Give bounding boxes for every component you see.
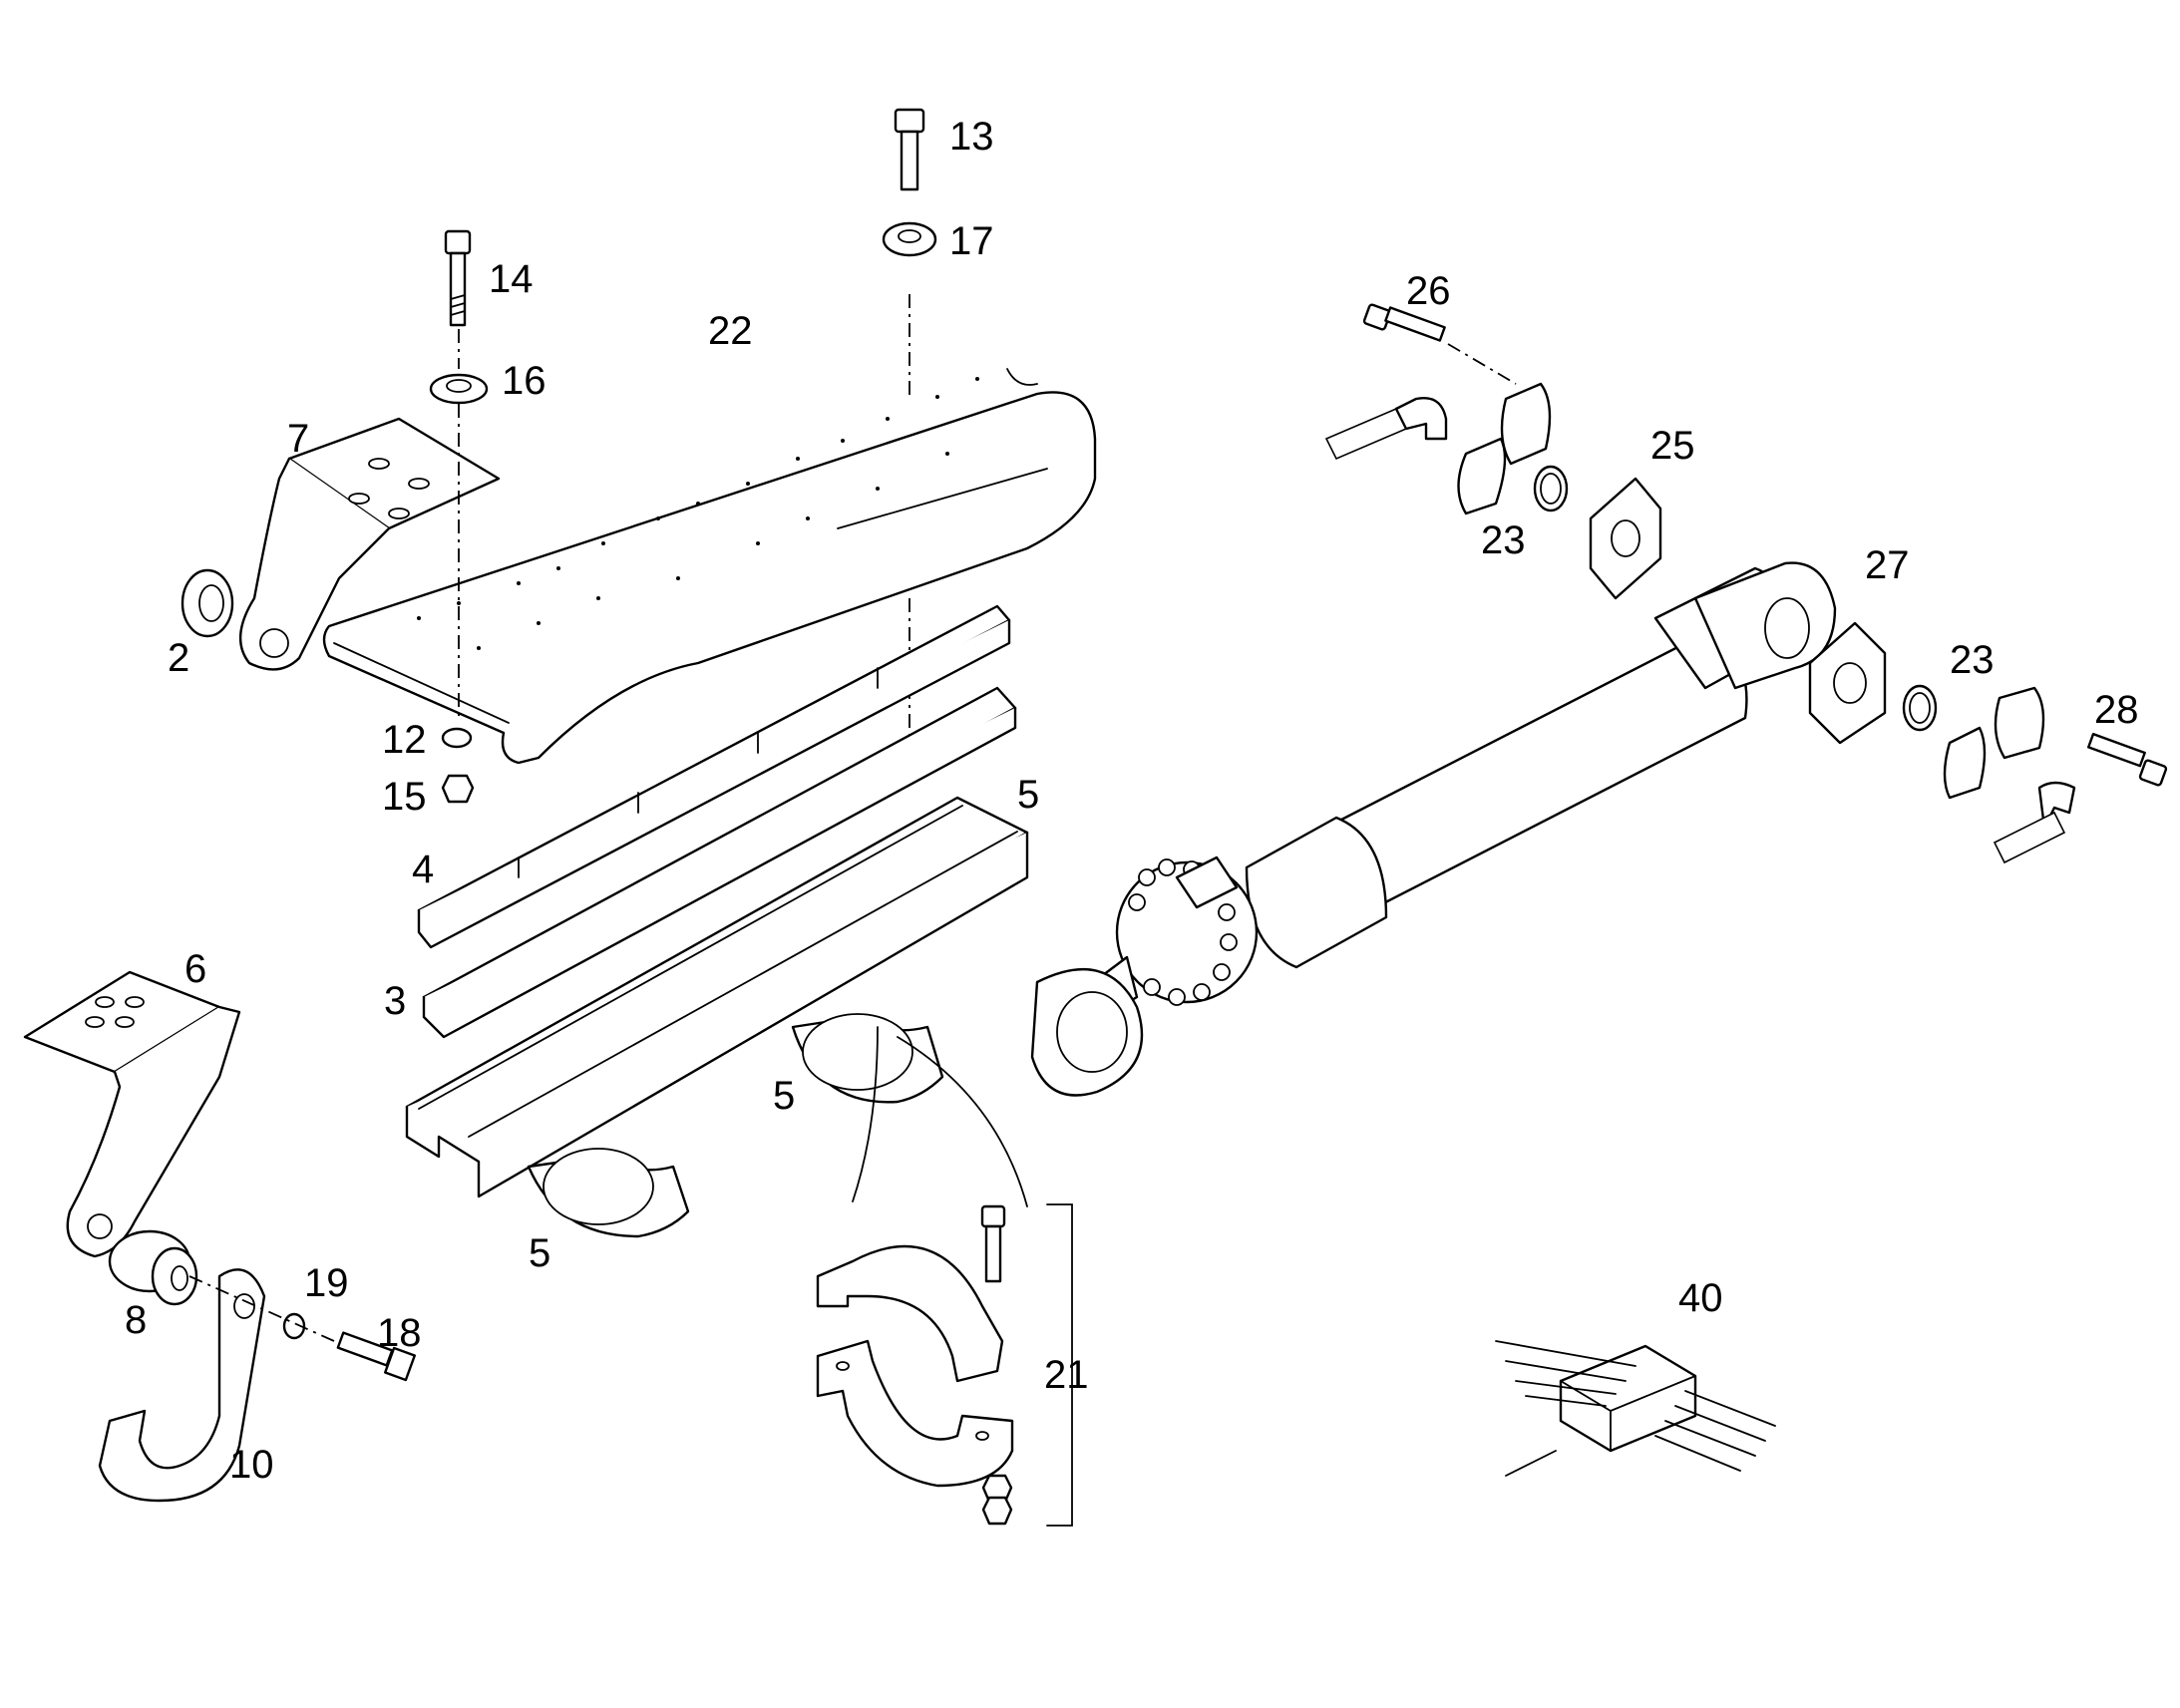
leader-21 — [852, 1026, 1028, 1207]
part-18-bolt — [336, 1331, 416, 1382]
part-5-rail-support-left — [527, 1148, 690, 1238]
part-25-flange-plate — [1589, 477, 1662, 600]
callout-10: 10 — [229, 1443, 274, 1487]
callout-4: 4 — [412, 848, 434, 891]
part-16-washer — [429, 373, 489, 405]
part-21-bracket-line — [1046, 1203, 1073, 1527]
part-5-rail-support-right — [791, 1013, 944, 1104]
callout-23-lower: 23 — [1950, 638, 1995, 682]
part-14-bolt — [444, 229, 472, 327]
callout-26: 26 — [1406, 269, 1451, 313]
part-21-clamp-upper — [816, 1244, 1004, 1383]
hydraulic-cylinder — [1030, 561, 1837, 1097]
part-23-oring-lower — [1902, 684, 1938, 732]
callout-12: 12 — [382, 718, 427, 762]
callout-23-upper: 23 — [1481, 518, 1526, 562]
callout-21: 21 — [1044, 1353, 1089, 1397]
callout-15: 15 — [382, 775, 427, 819]
callout-2: 2 — [168, 636, 189, 680]
part-8-bushing — [108, 1229, 198, 1306]
callout-3: 3 — [384, 979, 406, 1023]
part-6-lower-bracket — [23, 970, 241, 1258]
callout-6: 6 — [184, 947, 206, 991]
part-21-clamp-bolt — [980, 1204, 1006, 1283]
part-28-bolt — [2087, 732, 2168, 787]
callout-5-support-left: 5 — [529, 1231, 550, 1275]
callout-13: 13 — [949, 115, 994, 159]
part-5-guide-rail — [405, 796, 1029, 1198]
part-27-flange-plate — [1808, 621, 1887, 745]
centerline-18 — [188, 1275, 335, 1342]
lower-hose-elbow — [1993, 781, 2076, 864]
callout-5-support-right: 5 — [773, 1074, 795, 1118]
part-10-hook — [98, 1268, 266, 1503]
part-23-flange-half-upper — [1457, 382, 1552, 515]
part-21-clamp-nut — [981, 1474, 1013, 1526]
callout-19: 19 — [304, 1261, 349, 1305]
part-26-bolt — [1362, 303, 1446, 342]
part-12-washer — [441, 727, 473, 749]
part-23-oring-upper — [1533, 465, 1569, 512]
callout-18: 18 — [377, 1311, 422, 1355]
callout-28: 28 — [2094, 688, 2139, 732]
callout-17: 17 — [949, 219, 994, 263]
part-21-clamp-lower — [816, 1339, 1014, 1488]
part-17-washer — [882, 221, 937, 257]
part-15-nut — [441, 774, 475, 804]
part-23-flange-half-lower — [1943, 686, 2045, 800]
callout-7: 7 — [287, 417, 309, 461]
callout-8: 8 — [125, 1298, 147, 1342]
callout-27: 27 — [1865, 543, 1910, 587]
callout-14: 14 — [489, 257, 534, 301]
part-2-bushing — [181, 568, 234, 638]
part-7-upper-bracket — [238, 417, 501, 671]
callout-40: 40 — [1678, 1276, 1723, 1320]
part-13-bolt — [894, 108, 925, 191]
part-40-manifold-block — [1495, 1340, 1776, 1477]
callout-22: 22 — [708, 309, 753, 353]
callout-16: 16 — [502, 359, 546, 403]
callout-5-rail: 5 — [1017, 773, 1039, 817]
callout-25: 25 — [1650, 424, 1695, 468]
upper-hose-elbow — [1324, 397, 1448, 461]
centerline-26 — [1447, 343, 1517, 385]
part-22-support-plate — [322, 368, 1097, 765]
part-3-slide-plate — [422, 686, 1017, 1039]
part-4-slide-strip — [417, 604, 1011, 949]
